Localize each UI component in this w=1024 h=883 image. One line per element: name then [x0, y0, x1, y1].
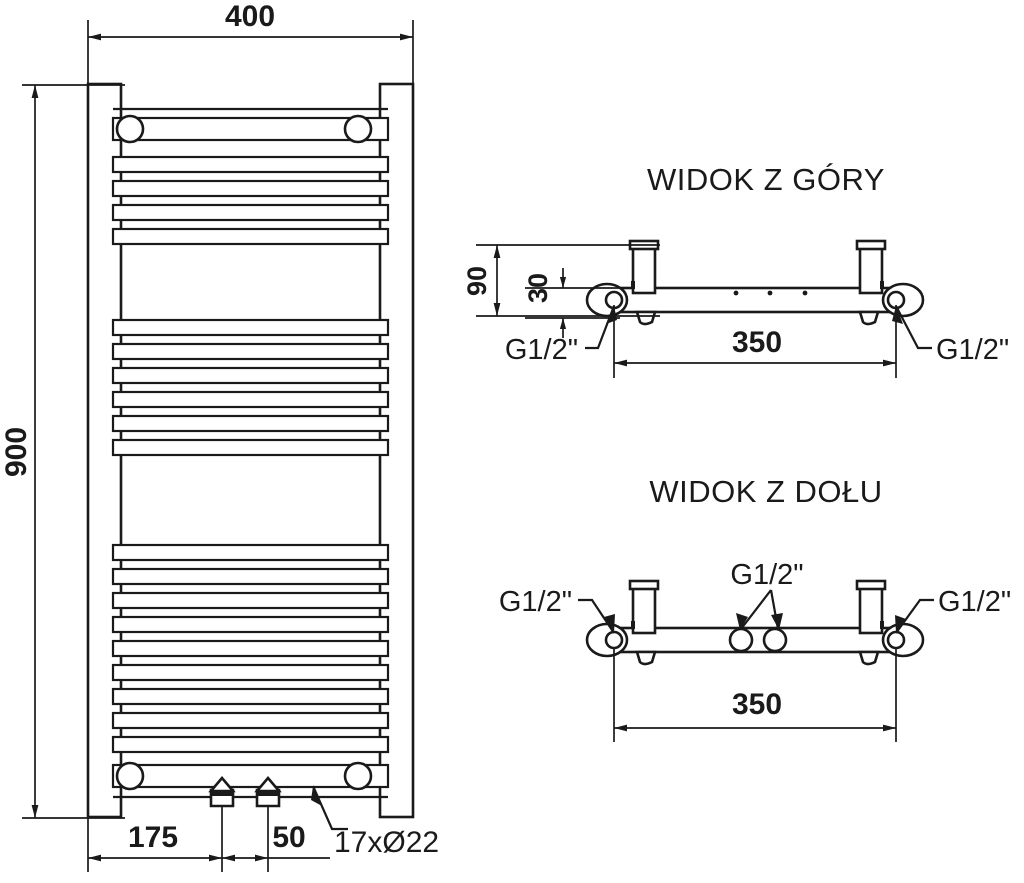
callout-leader-left: [740, 589, 772, 630]
left-riser-pipe: [631, 246, 657, 295]
callout-arrowhead: [606, 306, 617, 324]
left-riser-collar: [628, 579, 660, 591]
callout-thread-left-top: G1/2": [505, 305, 617, 366]
rung-tube: [111, 366, 390, 385]
rung-tube: [111, 639, 390, 658]
rung-end-cap-right: [343, 114, 373, 144]
rung-tube: [111, 227, 390, 246]
note-label-tubes: 17xØ22: [334, 826, 439, 859]
rung-tube: [111, 543, 390, 562]
rung-end-cap-left: [115, 114, 145, 144]
rung-tube: [111, 711, 390, 730]
rung-tube: [111, 342, 390, 361]
rung-tube: [111, 203, 390, 222]
callout-label-thread: G1/2": [730, 559, 803, 591]
right-mount-foot: [858, 310, 880, 326]
dimension-center-350-top: 350: [613, 305, 897, 378]
note-arrowhead: [311, 786, 322, 806]
right-port-hole: [886, 630, 906, 650]
rung-tube: [111, 663, 390, 682]
rung-tube: [111, 438, 390, 457]
callout-thread-left-bottom: G1/2": [499, 586, 615, 634]
right-mount-foot: [858, 650, 880, 666]
callout-thread-center-bottom: G1/2": [730, 559, 804, 630]
dimension-center-350-bottom: 350: [613, 648, 897, 742]
valve-cone: [254, 775, 282, 793]
bottom-view-title: WIDOK Z DOŁU: [649, 474, 882, 509]
bottom-view-group: WIDOK Z DOŁU 350: [499, 474, 1011, 742]
top-view-title: WIDOK Z GÓRY: [647, 162, 885, 197]
dimension-width-400: 400: [87, 0, 414, 90]
left-mount-foot: [635, 650, 657, 666]
dimension-label-350-bottom: 350: [732, 688, 782, 721]
dimension-label-50: 50: [272, 821, 305, 854]
rung-tube: [111, 414, 390, 433]
dimension-label-90: 90: [462, 266, 492, 296]
rung-tube: [111, 735, 390, 754]
dimension-label-350-top: 350: [732, 326, 782, 359]
dimension-label-height: 900: [0, 427, 33, 477]
bottom-valve-symbols: [208, 775, 282, 872]
rung-tube: [111, 591, 390, 610]
dimension-inner-depth-30: 30: [523, 268, 620, 338]
rung-end-cap-right: [343, 761, 373, 791]
callout-label-thread: G1/2": [938, 586, 1011, 618]
rung-tube: [111, 116, 390, 142]
right-riser-pipe: [858, 246, 884, 295]
valve-cone: [208, 775, 236, 793]
right-riser-collar: [855, 239, 887, 251]
callout-label-thread: G1/2": [499, 586, 572, 618]
dimension-height-900: 900: [0, 84, 125, 819]
right-riser-pipe: [858, 586, 884, 635]
dimension-label-width: 400: [225, 0, 275, 33]
right-riser-notch: [880, 281, 884, 289]
rung-tube: [111, 179, 390, 198]
callout-arrowhead: [895, 615, 906, 633]
note-tube-count: 17xØ22: [311, 785, 439, 859]
rung-tubes: [111, 107, 390, 799]
dimension-depth-90: 90: [462, 244, 660, 317]
right-riser-collar: [855, 579, 887, 591]
top-view-body-bar: [611, 286, 899, 314]
callout-label-thread: G1/2": [936, 334, 1009, 366]
left-riser-notch: [631, 281, 635, 289]
rung-tube: [111, 687, 390, 706]
callout-label-thread: G1/2": [505, 334, 578, 366]
dimension-label-175: 175: [128, 821, 178, 854]
note-leader-line: [311, 785, 348, 831]
rung-tube: [111, 615, 390, 634]
rung-tube: [111, 763, 390, 789]
dimension-bottom-group: 175 50: [87, 800, 330, 872]
dimension-label-30: 30: [523, 273, 553, 303]
callout-thread-right-top: G1/2": [892, 305, 1009, 366]
left-riser-pipe: [631, 586, 657, 635]
top-view-group: WIDOK Z GÓRY 90: [462, 162, 1009, 378]
left-port-hole: [604, 630, 624, 650]
callout-arrowhead-left: [736, 613, 748, 630]
callout-thread-right-bottom: G1/2": [895, 586, 1011, 634]
body-marker: [802, 290, 808, 296]
front-view-group: [86, 82, 415, 872]
rung-tube: [111, 390, 390, 409]
callout-leader: [578, 598, 615, 634]
rung-end-cap-left: [115, 761, 145, 791]
callout-leader: [895, 305, 932, 350]
callout-arrowhead-right: [771, 613, 783, 630]
left-riser-notch: [631, 621, 635, 629]
body-marker: [767, 290, 773, 296]
callout-leader: [895, 598, 934, 634]
left-mount-foot: [635, 310, 657, 326]
body-marker: [733, 290, 739, 296]
center-port-hole-left: [728, 627, 754, 653]
callout-arrowhead: [604, 614, 615, 633]
right-riser-notch: [880, 621, 884, 629]
callout-arrowhead: [892, 306, 903, 324]
center-port-hole-right: [762, 627, 788, 653]
rung-tube: [111, 567, 390, 586]
rung-tube: [111, 318, 390, 337]
rung-tube: [111, 155, 390, 174]
